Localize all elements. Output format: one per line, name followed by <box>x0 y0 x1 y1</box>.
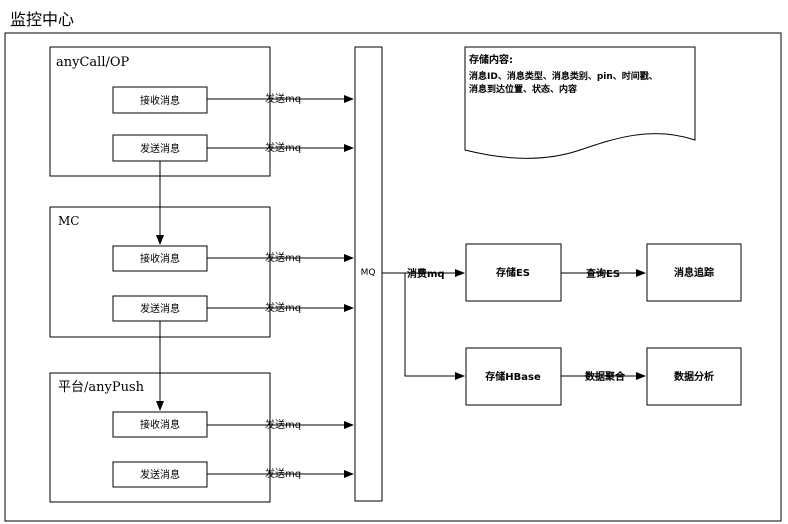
storage-note-line1: 消息ID、消息类型、消息类别、pin、时间戳、 <box>469 70 658 82</box>
storage-note-title: 存储内容: <box>469 53 513 66</box>
data-analysis-node <box>646 347 742 406</box>
mc-receive-label: 接收消息 <box>140 252 180 265</box>
send-mq-label-5: 发送mq <box>265 418 301 431</box>
platform-send-label: 发送消息 <box>140 468 180 481</box>
mc-receive-node <box>112 245 208 272</box>
store-hbase-node <box>465 347 562 406</box>
mq-bar <box>354 46 383 502</box>
data-aggregate-label: 数据聚合 <box>585 370 626 383</box>
send-mq-label-3: 发送mq <box>265 251 301 264</box>
platform-receive-node <box>112 411 208 438</box>
message-trace-node <box>646 243 742 302</box>
consume-mq-label: 消费mq <box>407 267 445 280</box>
storage-note-shape <box>464 46 696 159</box>
anycall-send-label: 发送消息 <box>140 142 180 155</box>
anycall-receive-label: 接收消息 <box>140 94 180 107</box>
arrow-consume-to-hbase <box>404 273 465 380</box>
group-anycall-label: anyCall/OP <box>56 55 130 70</box>
page-title: 监控中心 <box>10 10 74 29</box>
store-hbase-label: 存储HBase <box>485 370 541 383</box>
group-platform-label: 平台/anyPush <box>58 380 145 395</box>
store-es-node <box>465 243 562 302</box>
anycall-receive-node <box>112 86 208 114</box>
mq-label: MQ <box>361 268 376 278</box>
message-trace-label: 消息追踪 <box>674 266 714 279</box>
data-analysis-label: 数据分析 <box>674 370 714 383</box>
mc-send-label: 发送消息 <box>140 302 180 315</box>
platform-receive-label: 接收消息 <box>140 418 180 431</box>
query-es-label: 查询ES <box>585 267 620 280</box>
send-mq-label-2: 发送mq <box>265 141 301 154</box>
send-mq-label-1: 发送mq <box>265 92 301 105</box>
send-mq-label-6: 发送mq <box>265 467 301 480</box>
platform-send-node <box>112 461 208 488</box>
store-es-label: 存储ES <box>496 266 530 279</box>
send-mq-label-4: 发送mq <box>265 301 301 314</box>
group-mc-label: MC <box>58 214 79 228</box>
storage-note-line2: 消息到达位置、状态、内容 <box>469 83 577 95</box>
